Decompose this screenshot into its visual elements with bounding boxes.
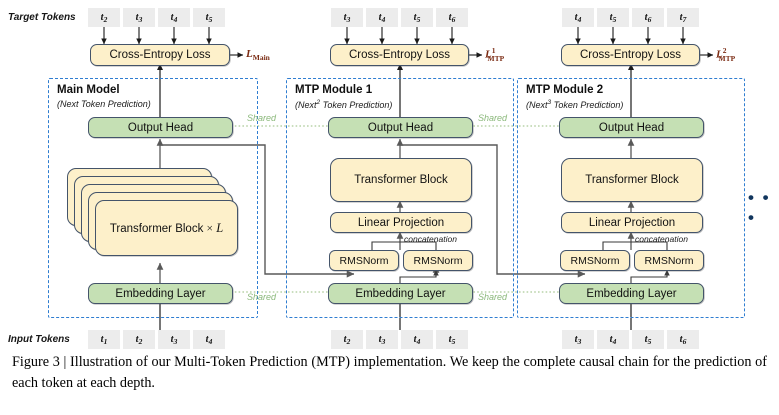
input-tokens-row-label: Input Tokens: [8, 334, 70, 345]
shared-label-embedding-2: Shared: [478, 292, 508, 302]
embedding-layer-box-mtp1: Embedding Layer: [328, 283, 473, 304]
embedding-layer-box-main: Embedding Layer: [88, 283, 233, 304]
output-head-box-mtp2: Output Head: [559, 117, 704, 138]
rmsnorm-box-mtp2-left: RMSNorm: [560, 250, 630, 271]
module-mtp-2: [517, 78, 745, 318]
output-head-box-main: Output Head: [88, 117, 233, 138]
transformer-block-box-mtp2: Transformer Block: [561, 158, 703, 202]
figure-caption: Figure 3 | Illustration of our Multi-Tok…: [12, 354, 767, 391]
loss-label-mtp1: L1MTP: [485, 46, 504, 63]
shared-label-embedding-1: Shared: [247, 292, 277, 302]
embedding-layer-box-mtp2: Embedding Layer: [559, 283, 704, 304]
rmsnorm-box-mtp2-right: RMSNorm: [634, 250, 704, 271]
concatenation-label-mtp1: concatenation: [404, 234, 457, 244]
loss-symbol: L: [485, 48, 492, 61]
concatenation-label-mtp2: concatenation: [635, 234, 688, 244]
output-head-box-mtp1: Output Head: [328, 117, 473, 138]
transformer-block-label: Transformer Block × L: [109, 220, 224, 235]
cross-entropy-loss-box: Cross-Entropy Loss: [330, 44, 469, 66]
subtitle-pre: (Next: [295, 100, 317, 110]
subtitle-superscript: 3: [547, 99, 552, 106]
module-title-main: Main Model: [57, 84, 120, 96]
rmsnorm-box-mtp1-right: RMSNorm: [403, 250, 473, 271]
loss-superscript: 2: [722, 46, 727, 55]
loss-label-mtp2: L2MTP: [716, 46, 735, 63]
subtitle-superscript: 2: [316, 99, 321, 106]
subtitle-post: Token Prediction): [78, 99, 151, 109]
module-mtp-1: [286, 78, 514, 318]
linear-projection-box-mtp2: Linear Projection: [561, 212, 703, 233]
cross-entropy-loss-box: Cross-Entropy Loss: [561, 44, 700, 66]
linear-projection-box-mtp1: Linear Projection: [330, 212, 472, 233]
module-subtitle-mtp1: (Next2 Token Prediction): [295, 99, 392, 110]
loss-subscript: MTP: [718, 53, 736, 63]
loss-symbol: L: [716, 48, 723, 61]
cross-entropy-loss-box: Cross-Entropy Loss: [90, 44, 230, 66]
module-subtitle-main: (Next Token Prediction): [57, 99, 151, 109]
loss-symbol: L: [246, 48, 253, 60]
module-title-mtp1: MTP Module 1: [295, 84, 373, 96]
module-main-model: [48, 78, 258, 318]
transformer-block-box-main: Transformer Block × L: [95, 200, 238, 256]
loss-subscript: Main: [252, 53, 270, 63]
loss-subscript: MTP: [487, 53, 505, 63]
target-tokens-row-label: Target Tokens: [8, 12, 76, 23]
shared-label-output-head-1: Shared: [247, 113, 277, 123]
subtitle-post: Token Prediction): [551, 100, 624, 110]
transformer-block-box-mtp1: Transformer Block: [330, 158, 472, 202]
subtitle-pre: (Next: [526, 100, 548, 110]
module-title-mtp2: MTP Module 2: [526, 84, 604, 96]
subtitle-pre: (Next: [57, 99, 79, 109]
ellipsis-more-modules: • • •: [748, 188, 771, 227]
module-subtitle-mtp2: (Next3 Token Prediction): [526, 99, 623, 110]
loss-label-main: LMain: [246, 48, 270, 62]
rmsnorm-box-mtp1-left: RMSNorm: [329, 250, 399, 271]
shared-label-output-head-2: Shared: [478, 113, 508, 123]
loss-superscript: 1: [491, 46, 496, 55]
subtitle-post: Token Prediction): [320, 100, 393, 110]
